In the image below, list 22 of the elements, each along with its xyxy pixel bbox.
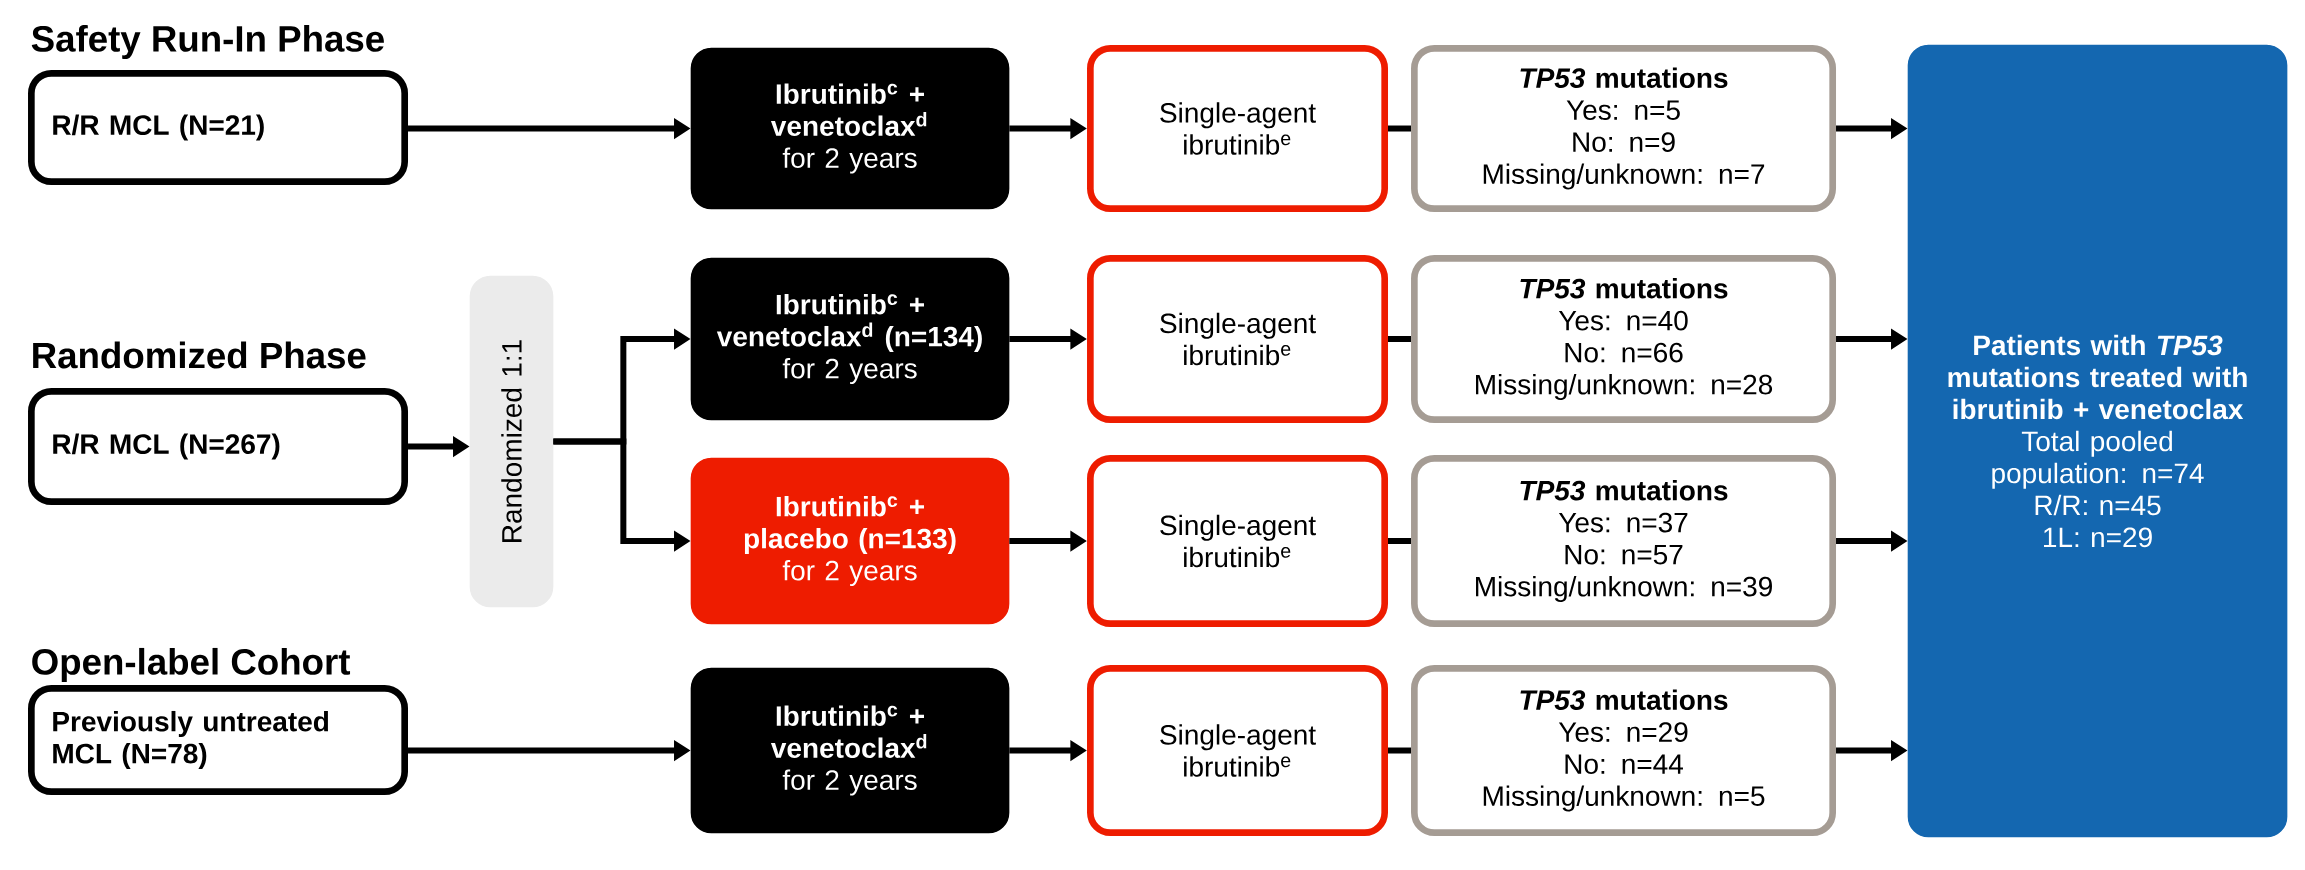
treatment-box: Ibrutinib$^{c}$ + venetoclax$^{d}$ for 2 years — [690, 667, 1010, 834]
mutation-box: TP53 mutations Yes: n=40 No: n=66 Missing/unknown: n=28 — [1411, 255, 1837, 423]
connector-line — [1388, 336, 1412, 342]
pooled-population-box: Patients with TP53 mutations treated with ibrutinib + venetoclax Total pooled population: n=74 R/R: n=45 1L: n=29 — [1907, 44, 2288, 838]
treatment-box: Ibrutinib$^{c}$ + placebo (n=133) for 2 years — [690, 457, 1010, 625]
monotherapy-box: Single-agent ibrutinib$^{e}$ — [1087, 45, 1388, 212]
mutation-box: TP53 mutations Yes: n=37 No: n=57 Missing/unknown: n=39 — [1411, 455, 1837, 627]
mutation-box: TP53 mutations Yes: n=5 No: n=9 Missing/unknown: n=7 — [1411, 45, 1837, 212]
entry-box: R/R MCL (N=267) — [28, 388, 408, 505]
connector-line — [1388, 125, 1412, 132]
phase-heading: Randomized Phase — [33, 341, 366, 369]
mutation-box: TP53 mutations Yes: n=29 No: n=44 Missing/unknown: n=5 — [1411, 665, 1837, 836]
entry-box: Previously untreated MCL (N=78) — [28, 685, 408, 795]
monotherapy-box: Single-agent ibrutinib$^{e}$ — [1087, 455, 1388, 627]
randomization-box: Randomized 1:1 — [469, 275, 554, 608]
treatment-box: Ibrutinib$^{c}$ + venetoclax$^{d}$ (n=134) for 2 years — [690, 257, 1010, 421]
connector-line — [1388, 538, 1412, 544]
connector-line — [1388, 747, 1412, 754]
monotherapy-box: Single-agent ibrutinib$^{e}$ — [1087, 255, 1388, 423]
monotherapy-box: Single-agent ibrutinib$^{e}$ — [1087, 665, 1388, 836]
treatment-box: Ibrutinib$^{c}$ + venetoclax$^{d}$ for 2 years — [690, 47, 1010, 210]
entry-box: R/R MCL (N=21) — [28, 70, 408, 185]
